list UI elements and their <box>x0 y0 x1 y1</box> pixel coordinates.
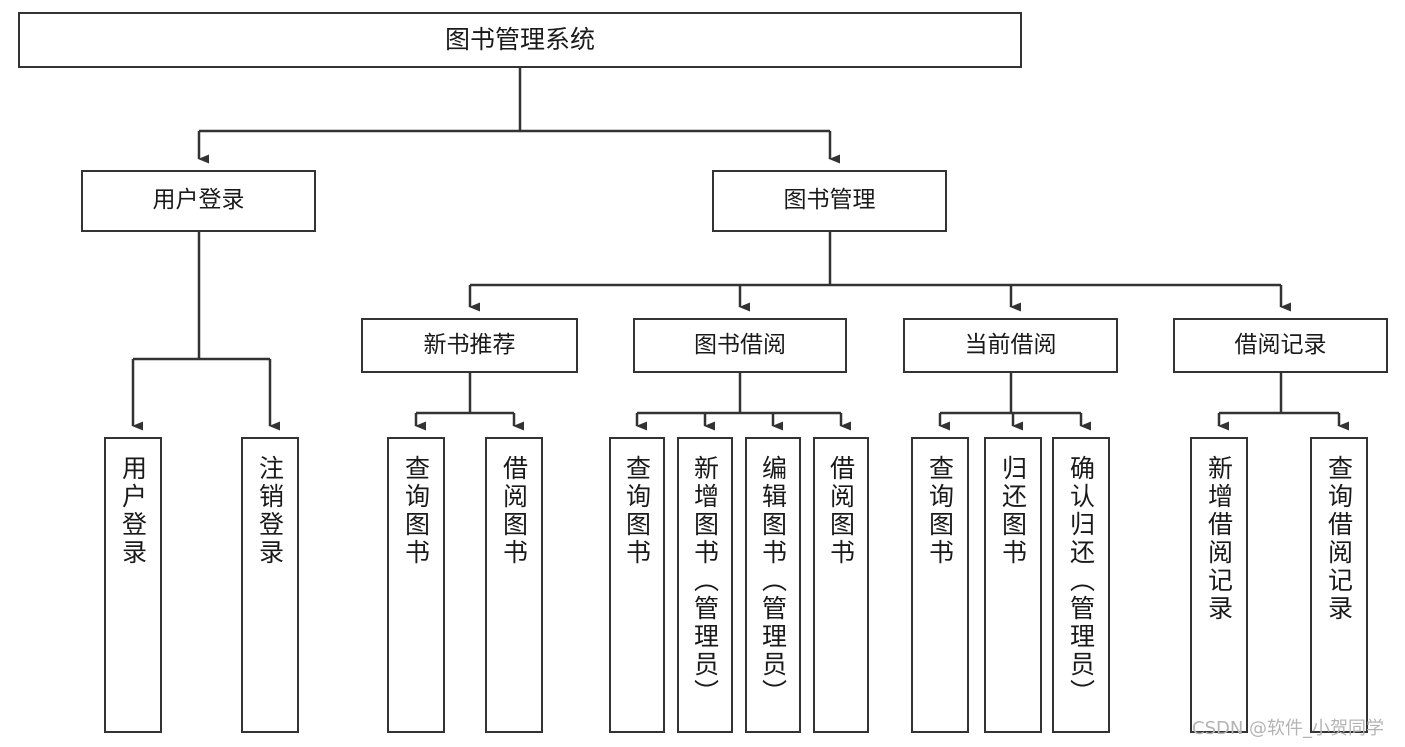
node-label-book-manage: 图书管理 <box>783 187 876 214</box>
node-user-login[interactable]: 用户登录 <box>81 170 316 232</box>
node-new-book-recommend[interactable]: 新书推荐 <box>361 318 578 373</box>
node-leaf-query-book-bb[interactable]: 查询图书 <box>609 437 665 733</box>
node-leaf-query-record[interactable]: 查询借阅记录 <box>1310 437 1368 733</box>
node-leaf-return-book[interactable]: 归还图书 <box>984 437 1042 733</box>
node-label-leaf-edit-book: 编辑图书（管理员） <box>758 455 788 707</box>
node-leaf-query-book-cb[interactable]: 查询图书 <box>911 437 969 733</box>
csdn-watermark: CSDN @软件_小贺同学 <box>1192 718 1385 739</box>
node-label-leaf-add-record: 新增借阅记录 <box>1204 455 1234 623</box>
node-label-leaf-query-book-rec: 查询图书 <box>401 455 431 567</box>
node-leaf-query-book-rec[interactable]: 查询图书 <box>387 437 445 733</box>
node-label-current-borrow: 当前借阅 <box>964 331 1057 358</box>
node-label-leaf-user-logout: 注销登录 <box>255 455 285 567</box>
node-leaf-borrow-book-rec[interactable]: 借阅图书 <box>485 437 543 733</box>
node-label-new-book-recommend: 新书推荐 <box>423 331 516 358</box>
node-label-book-borrow: 图书借阅 <box>694 331 786 358</box>
node-leaf-confirm-return[interactable]: 确认归还（管理员） <box>1052 437 1110 733</box>
node-label-root: 图书管理系统 <box>444 25 595 55</box>
node-leaf-add-book[interactable]: 新增图书（管理员） <box>677 437 733 733</box>
node-borrow-record[interactable]: 借阅记录 <box>1173 318 1388 373</box>
node-leaf-user-login[interactable]: 用户登录 <box>104 437 162 733</box>
node-label-leaf-borrow-book-bb: 借阅图书 <box>826 455 856 567</box>
node-label-leaf-confirm-return: 确认归还（管理员） <box>1066 455 1096 707</box>
node-label-borrow-record: 借阅记录 <box>1234 331 1327 358</box>
node-book-manage[interactable]: 图书管理 <box>712 170 947 232</box>
node-label-leaf-query-record: 查询借阅记录 <box>1324 455 1354 623</box>
node-leaf-borrow-book-bb[interactable]: 借阅图书 <box>813 437 869 733</box>
node-leaf-add-record[interactable]: 新增借阅记录 <box>1190 437 1248 733</box>
node-leaf-edit-book[interactable]: 编辑图书（管理员） <box>745 437 801 733</box>
node-leaf-user-logout[interactable]: 注销登录 <box>241 437 299 733</box>
node-label-leaf-borrow-book-rec: 借阅图书 <box>499 455 529 567</box>
node-label-leaf-query-book-cb: 查询图书 <box>925 455 955 567</box>
node-book-borrow[interactable]: 图书借阅 <box>633 318 847 373</box>
node-label-user-login: 用户登录 <box>152 187 245 214</box>
node-label-leaf-user-login: 用户登录 <box>118 455 148 567</box>
node-root[interactable]: 图书管理系统 <box>18 12 1022 68</box>
node-label-leaf-add-book: 新增图书（管理员） <box>690 455 720 707</box>
node-label-leaf-query-book-bb: 查询图书 <box>622 455 652 567</box>
node-current-borrow[interactable]: 当前借阅 <box>903 318 1118 373</box>
node-label-leaf-return-book: 归还图书 <box>998 455 1028 567</box>
